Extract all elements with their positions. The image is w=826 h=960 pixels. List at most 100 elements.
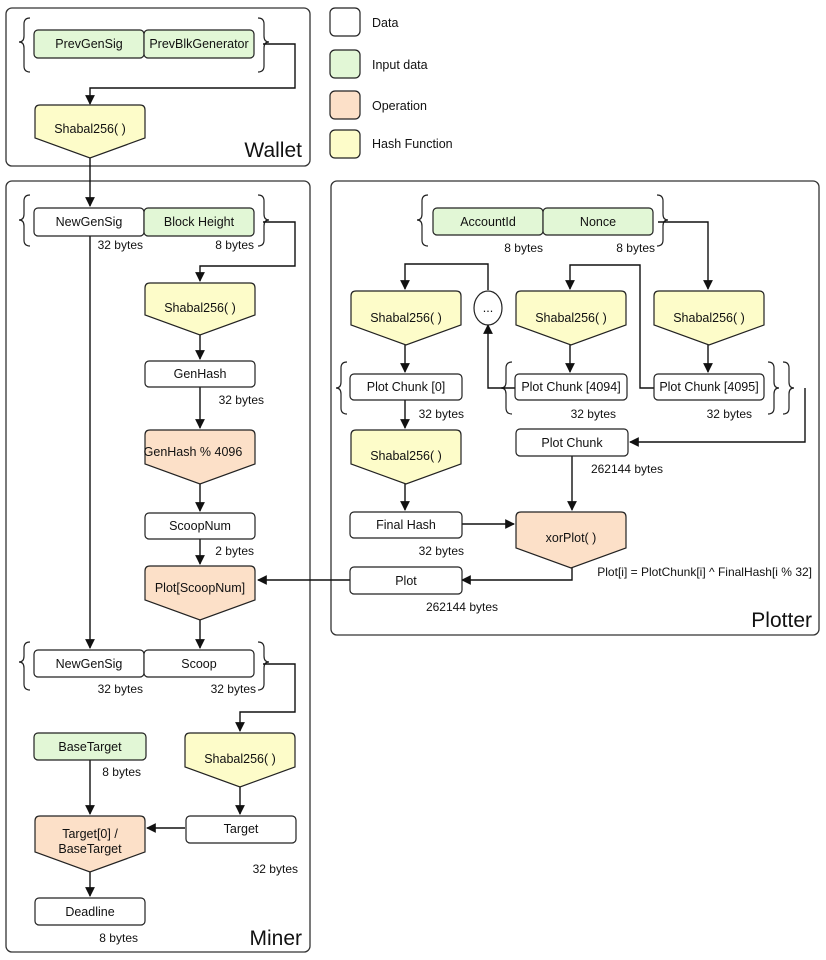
plotchunk-label: Plot Chunk [541, 436, 603, 450]
prevblkgenerator-box [143, 29, 255, 59]
legend: Data Input data Operation Hash Function [329, 7, 453, 159]
chunk4095-size: 32 bytes [707, 407, 752, 421]
arrow-inputs-to-shabal-c [658, 221, 713, 290]
plotter-section: AccountId Nonce 8 bytes 8 bytes Shabal25… [349, 207, 812, 614]
finalhash-box [349, 511, 463, 539]
ellipsis-node [473, 290, 503, 326]
newgensig-size: 32 bytes [98, 238, 143, 252]
legend-data-label: Data [372, 16, 398, 30]
legend-operation-swatch [329, 90, 361, 120]
brace-plotter-top-left [416, 194, 429, 247]
connectors [85, 43, 806, 897]
wallet-frame [5, 7, 311, 167]
wallet-section: PrevGenSig PrevBlkGenerator Shabal256( ) [33, 29, 255, 159]
arrow-chunk4094-to-ellipsis [483, 324, 515, 389]
basetarget-label: BaseTarget [58, 740, 122, 754]
blockheight-box [143, 207, 255, 237]
ellipsis-label: ... [483, 301, 493, 315]
chunk4094-box [514, 373, 628, 401]
plotter-shabal-d-node [350, 429, 462, 485]
plotter-shabal-a-node [350, 290, 462, 346]
plotter-shabal-c-label: Shabal256( ) [673, 311, 745, 325]
plot-label: Plot [395, 574, 417, 588]
brace-wallet-right [257, 17, 270, 73]
brace-chunk4095-right-b [782, 361, 795, 415]
accountid-label: AccountId [460, 215, 516, 229]
wallet-title: Wallet [244, 139, 302, 162]
scoopnum-size: 2 bytes [215, 544, 254, 558]
brace-miner2-left [18, 641, 31, 691]
chunk4094-label: Plot Chunk [4094] [521, 380, 620, 394]
miner-title: Miner [249, 927, 302, 950]
plot-size: 262144 bytes [426, 600, 498, 614]
xorplot-label: xorPlot( ) [546, 531, 597, 545]
brace-miner2-right [257, 641, 270, 691]
plotter-frame [330, 180, 820, 636]
xorplot-node [515, 511, 627, 569]
legend-data-swatch [329, 7, 361, 37]
plotter-title: Plotter [751, 609, 812, 632]
prevgensig-label: PrevGenSig [55, 37, 122, 51]
newgensig2-label: NewGenSig [56, 657, 123, 671]
target-div-node [34, 815, 146, 873]
legend-operation-label: Operation [372, 99, 427, 113]
deadline-size: 8 bytes [99, 931, 138, 945]
accountid-size: 8 bytes [504, 241, 543, 255]
blockheight-size: 8 bytes [215, 238, 254, 252]
brace-miner1-left [18, 194, 31, 247]
chunk4095-box [653, 373, 765, 401]
miner-shabal2-label: Shabal256( ) [204, 752, 276, 766]
arrow-chunks-to-plotchunk [629, 388, 806, 447]
scoop-size: 32 bytes [211, 682, 256, 696]
scoopnum-box [144, 512, 256, 540]
target-label: Target [224, 822, 259, 836]
chunk0-box [349, 373, 463, 401]
plotter-shabal-c-node [653, 290, 765, 346]
legend-hash-swatch [329, 129, 361, 159]
nonce-size: 8 bytes [616, 241, 655, 255]
chunk4095-label: Plot Chunk [4095] [659, 380, 758, 394]
wallet-shabal-label: Shabal256( ) [54, 122, 126, 136]
arrow-chunk4095-to-shabal-b [565, 264, 655, 389]
arrow-ellipsis-to-shabal-a [400, 263, 489, 290]
finalhash-label: Final Hash [376, 518, 436, 532]
arrow-wallet-inputs-to-shabal [85, 43, 296, 105]
miner-shabal1-label: Shabal256( ) [164, 301, 236, 315]
genhash-label: GenHash [174, 367, 227, 381]
newgensig2-size: 32 bytes [98, 682, 143, 696]
plotter-shabal-d-label: Shabal256( ) [370, 449, 442, 463]
miner-section: NewGenSig Block Height 32 bytes 8 bytes … [33, 207, 298, 945]
scoop-label: Scoop [181, 657, 216, 671]
plotchunk-size: 262144 bytes [591, 462, 663, 476]
arrow-scoop-to-shabal2 [235, 663, 296, 732]
miner-shabal2-node [184, 732, 296, 788]
plotter-shabal-b-label: Shabal256( ) [535, 311, 607, 325]
plotchunk-box [515, 428, 629, 457]
finalhash-size: 32 bytes [419, 544, 464, 558]
chunk0-size: 32 bytes [419, 407, 464, 421]
legend-input-label: Input data [372, 58, 428, 72]
genhash-size: 32 bytes [219, 393, 264, 407]
scoop-box [143, 649, 255, 678]
brace-miner1-right [257, 194, 270, 247]
xorplot-formula: Plot[i] = PlotChunk[i] ^ FinalHash[i % 3… [597, 565, 812, 579]
arrow-inputs-to-shabal1 [195, 221, 296, 282]
legend-hash-label: Hash Function [372, 137, 453, 151]
deadline-label: Deadline [65, 905, 114, 919]
deadline-box [34, 897, 146, 926]
blockheight-label: Block Height [164, 215, 235, 229]
target-div-label-1: Target[0] / [62, 827, 118, 841]
genhash-mod-node [144, 429, 256, 485]
brace-chunk0-left [335, 361, 348, 415]
target-div-label-2: BaseTarget [58, 842, 122, 856]
arrow-xorplot-to-plot [461, 566, 573, 585]
nonce-label: Nonce [580, 215, 616, 229]
genhash-mod-label: GenHash % 4096 [144, 445, 243, 459]
miner-shabal1-node [144, 282, 256, 336]
plot-box [349, 566, 463, 595]
brace-wallet-left [18, 17, 31, 73]
chunk0-label: Plot Chunk [0] [367, 380, 446, 394]
newgensig-label: NewGenSig [56, 215, 123, 229]
nonce-box [542, 207, 654, 236]
